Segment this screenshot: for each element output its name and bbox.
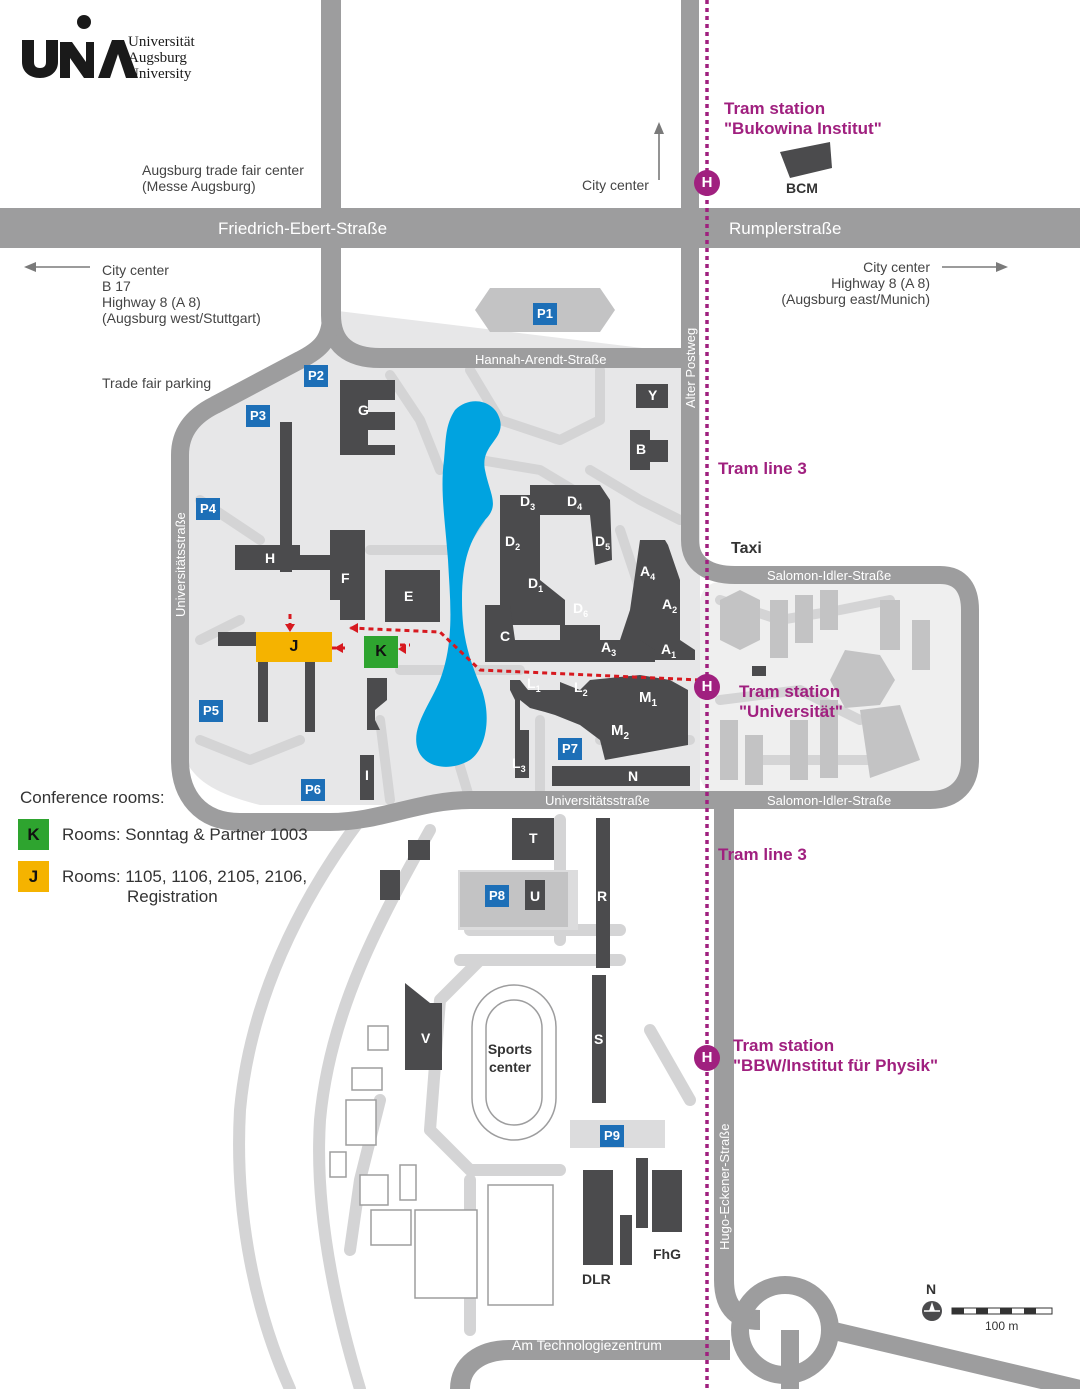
lake: [416, 401, 501, 767]
street-salomon-idler-top: Salomon-Idler-Straße: [767, 568, 892, 583]
taxi-label: Taxi: [731, 540, 762, 557]
tram-stop-bukowina-icon: H: [694, 170, 720, 196]
tram-stop-universitaet-icon: H: [694, 674, 720, 700]
parking-p2: P2: [304, 365, 328, 387]
street-am-technologiezentrum: Am Technologiezentrum: [512, 1337, 662, 1353]
legend-title: Conference rooms:: [20, 788, 165, 807]
parking-p5: P5: [199, 700, 223, 722]
tram-stop-bbw-icon: H: [694, 1045, 720, 1071]
parking-p4: P4: [196, 498, 220, 520]
logo-line-3: University: [128, 66, 192, 82]
legend-j-key: J: [18, 861, 49, 892]
parking-p7: P7: [558, 738, 582, 760]
tram-station-bbw: Tram station "BBW/Institut für Physik": [733, 1036, 939, 1075]
street-friedrich-ebert: Friedrich-Ebert-Straße: [218, 219, 388, 238]
university-logo-mark: [22, 15, 138, 78]
direction-city-center-north: City center: [582, 177, 649, 193]
street-universitaets-left: Universitätsstraße: [173, 512, 188, 617]
tram-station-bukowina: Tram station "Bukowina Institut": [724, 99, 882, 138]
street-salomon-idler-bottom: Salomon-Idler-Straße: [767, 793, 892, 808]
scale-label: 100 m: [985, 1319, 1019, 1333]
trade-fair-parking-label: Trade fair parking: [102, 375, 212, 391]
legend-j-text: Rooms: 1105, 1106, 2105, 2106, Registrat…: [62, 867, 308, 906]
route-arrows: [285, 623, 406, 654]
logo-line-1: Universität: [128, 34, 195, 50]
university-logo: Universität Augsburg University: [128, 34, 195, 82]
tram-line-north-label: Tram line 3: [718, 459, 807, 478]
compass-icon: [922, 1301, 942, 1321]
street-hugo-eckener: Hugo-Eckener-Straße: [717, 1123, 732, 1250]
parking-p3: P3: [246, 405, 270, 427]
direction-west: City center B 17 Highway 8 (A 8) (Augsbu…: [102, 262, 261, 326]
parking-p6: P6: [301, 779, 325, 801]
room-k-building: K: [364, 636, 398, 668]
compass-north-label: N: [926, 1281, 937, 1297]
outline-buildings: [329, 984, 557, 1306]
legend-k-text: Rooms: Sonntag & Partner 1003: [62, 825, 308, 844]
room-j-building: J: [256, 632, 332, 662]
parking-p9: P9: [600, 1125, 624, 1147]
street-rumpler: Rumplerstraße: [729, 219, 842, 238]
street-hannah-arendt: Hannah-Arendt-Straße: [475, 352, 607, 367]
parking-p8: P8: [485, 885, 509, 907]
light-buildings: [460, 288, 930, 927]
scale-bar: [951, 1307, 1053, 1315]
direction-arrows: [24, 122, 1008, 272]
street-alter-postweg: Alter Postweg: [683, 327, 698, 408]
direction-trade-fair: Augsburg trade fair center (Messe Augsbu…: [142, 162, 304, 194]
parking-p1: P1: [533, 303, 557, 325]
direction-east: City center Highway 8 (A 8) (Augsburg ea…: [781, 259, 930, 307]
tram-station-universitaet: Tram station "Universität": [739, 682, 843, 721]
tram-line-south-label: Tram line 3: [718, 845, 807, 864]
dark-buildings: [218, 142, 832, 1265]
legend-k-key: K: [18, 819, 49, 850]
logo-line-2: Augsburg: [128, 50, 187, 66]
street-universitaets-bottom: Universitätsstraße: [545, 793, 650, 808]
